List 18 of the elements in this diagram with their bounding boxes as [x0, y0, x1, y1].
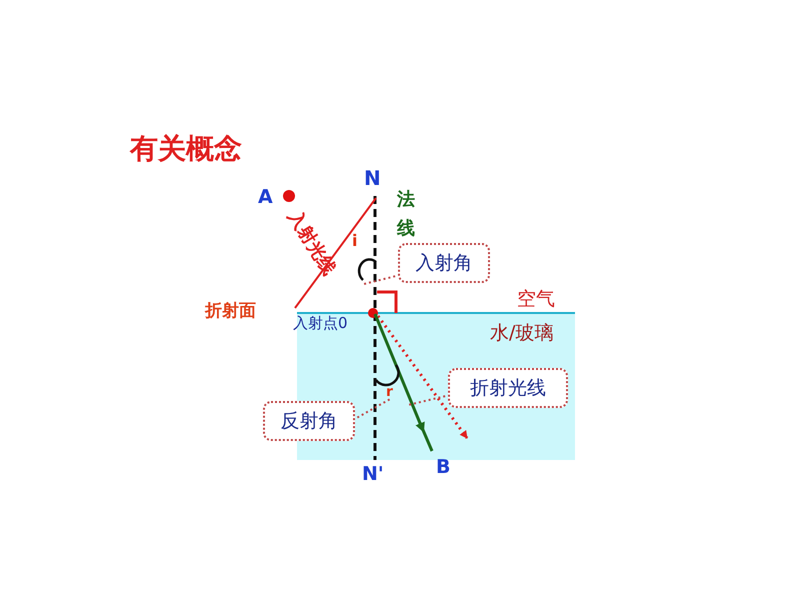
medium-label: 空气 — [517, 290, 555, 309]
angle-arc — [375, 364, 400, 386]
angle-label: i — [352, 233, 358, 249]
surface-label: 折射面 — [205, 303, 256, 320]
point-label: N — [364, 168, 381, 188]
refracted-ray — [374, 313, 434, 452]
point-label: 入射点0 — [293, 316, 348, 331]
point-label: A — [258, 188, 273, 207]
callout-box: 入射角 — [398, 243, 490, 283]
line-label: 法线 — [397, 188, 416, 241]
title: 有关概念 — [130, 135, 242, 163]
angle-arc — [358, 258, 377, 281]
point-label: B — [436, 458, 450, 477]
callout-box: 折射光线 — [448, 368, 568, 408]
point-label: N' — [362, 465, 384, 484]
angle-label: r — [386, 385, 393, 399]
medium-label: 水/玻璃 — [490, 324, 554, 343]
callout-box: 反射角 — [263, 401, 355, 441]
